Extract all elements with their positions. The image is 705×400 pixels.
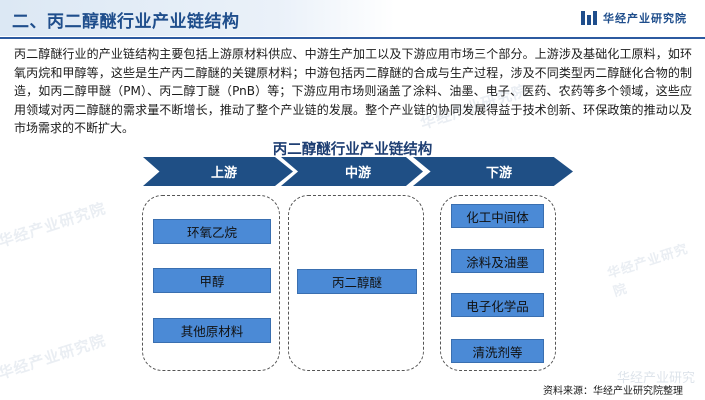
brand: 华经产业研究院 [581,10,687,26]
stage-midstream: 中游 [281,157,423,186]
upstream-item: 环氧乙烷 [153,219,271,244]
intro-paragraph: 丙二醇醚行业的产业链结构主要包括上游原材料供应、中游生产加工以及下游应用市场三个… [14,47,692,135]
downstream-item: 电子化学品 [451,293,544,317]
stage-midstream-label: 中游 [344,166,371,181]
stage-downstream: 下游 [413,157,573,186]
header-divider [0,37,705,39]
midstream-group [288,195,424,371]
midstream-item: 丙二醇醚 [297,269,417,294]
watermark: 华经产业研究院 [0,199,109,251]
corner-watermark: 华经产业研究 [616,371,695,386]
brand-logo-icon [581,11,597,25]
title-band [0,0,395,36]
watermark: 华经产业研究院 [605,241,691,301]
source-note: 资料来源：华经产业研究院整理 [543,386,683,397]
downstream-item: 涂料及油墨 [451,249,544,273]
stage-downstream-label: 下游 [485,166,512,181]
page-title: 二、丙二醇醚行业产业链结构 [12,12,240,32]
upstream-item: 甲醇 [153,268,271,293]
upstream-group [142,195,280,371]
diagram-title: 丙二醇醚行业产业链结构 [272,142,433,158]
upstream-item: 其他原材料 [153,318,271,343]
downstream-item: 化工中间体 [451,204,544,228]
brand-name: 华经产业研究院 [603,12,687,25]
page-header: 二、丙二醇醚行业产业链结构 华经产业研究院 [0,0,705,39]
downstream-group [440,195,556,371]
watermark: 华经产业研究院 [0,331,109,383]
stage-upstream-label: 上游 [210,166,237,181]
downstream-item: 清洗剂等 [451,339,544,363]
stage-upstream: 上游 [143,157,293,186]
